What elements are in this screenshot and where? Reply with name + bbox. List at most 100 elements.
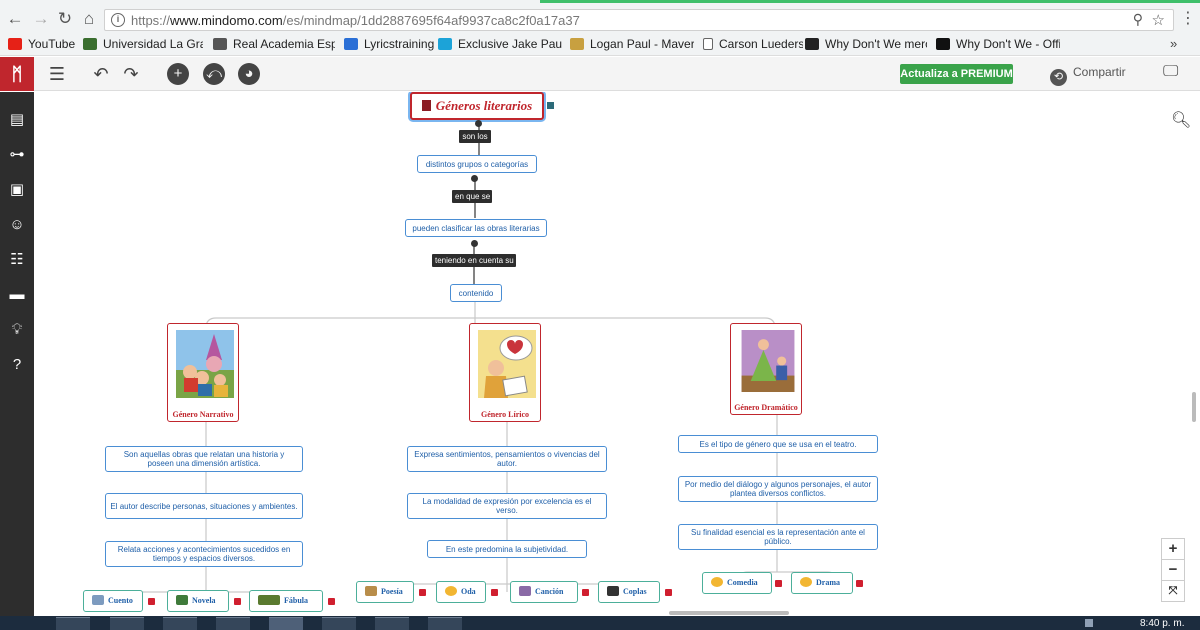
- site-info-icon[interactable]: i: [111, 13, 125, 27]
- back-arrow-icon[interactable]: ←: [6, 9, 24, 28]
- bookmarks-overflow-icon[interactable]: »: [1170, 36, 1178, 51]
- leaf-marker-icon[interactable]: [234, 598, 241, 605]
- quill-paper-icon: [365, 586, 377, 596]
- bookmark-lyricstraining[interactable]: Lyricstraining: [344, 37, 434, 53]
- zoom-magnifier-icon[interactable]: ⚲: [1132, 11, 1143, 27]
- taskbar-app-ie[interactable]: [56, 617, 90, 630]
- leaf-marker-icon[interactable]: [775, 580, 782, 587]
- leaf-comedia[interactable]: Comedia: [702, 572, 772, 594]
- collapse-toggle-icon[interactable]: [547, 102, 554, 109]
- canvas-search-icon[interactable]: 🔍︎: [1171, 112, 1192, 129]
- comments-icon[interactable]: ▬: [9, 286, 25, 303]
- upgrade-premium-button[interactable]: Actualiza a PREMIUM: [900, 64, 1013, 84]
- zoom-out-button[interactable]: −: [1161, 559, 1185, 581]
- university-icon: [83, 38, 97, 50]
- bookmark-carson-lueders[interactable]: Carson Lueders: [703, 37, 803, 53]
- redo-icon[interactable]: ↷: [123, 64, 139, 84]
- leaf-novela[interactable]: Novela: [167, 590, 229, 612]
- leaf-oda[interactable]: Oda: [436, 581, 486, 603]
- leaf-marker-icon[interactable]: [665, 589, 672, 596]
- address-bar[interactable]: i https://www.mindomo.com/es/mindmap/1dd…: [104, 9, 1174, 31]
- leaf-marker-icon[interactable]: [856, 580, 863, 587]
- branch-title: Género Narrativo: [172, 410, 234, 419]
- leaf-marker-icon[interactable]: [419, 589, 426, 596]
- image-icon[interactable]: ▣: [9, 181, 25, 198]
- left-sidebar: ▤ ⊶ ▣ ☺ ☷ ▬ 💡︎ ?: [0, 92, 34, 616]
- topic-lirico-desc-3[interactable]: En este predomina la subjetividad.: [427, 540, 587, 558]
- ideas-bulb-icon[interactable]: 💡︎: [11, 321, 23, 338]
- theme-palette-icon[interactable]: ◕: [238, 63, 260, 85]
- leaf-cancion[interactable]: Canción: [510, 581, 578, 603]
- bookmark-rae[interactable]: Real Academia Españ: [213, 37, 335, 53]
- taskbar-app-music[interactable]: [322, 617, 356, 630]
- taskbar-app-chrome[interactable]: [269, 617, 303, 630]
- topic-lirico-desc-1[interactable]: Expresa sentimientos, pensamientos o viv…: [407, 446, 607, 472]
- taskbar-app-media[interactable]: [163, 617, 197, 630]
- topic-pueden-clasificar[interactable]: pueden clasificar las obras literarias: [405, 219, 547, 237]
- bookmark-jake-paul[interactable]: Exclusive Jake Paul M: [438, 37, 562, 53]
- link-label-en-que-se[interactable]: en que se: [452, 190, 492, 203]
- share-button[interactable]: ⟲Compartir: [1050, 65, 1126, 86]
- bookmark-wdw-official[interactable]: Why Don't We - Offic: [936, 37, 1060, 53]
- home-icon[interactable]: ⌂: [83, 9, 95, 28]
- active-tab-accent: [540, 0, 1200, 3]
- leaf-cuento[interactable]: Cuento: [83, 590, 143, 612]
- leaf-poesia[interactable]: Poesía: [356, 581, 414, 603]
- zoom-in-button[interactable]: +: [1161, 538, 1185, 560]
- taskbar-app-camera[interactable]: [216, 617, 250, 630]
- sad-face-icon: [800, 577, 812, 587]
- topic-narrativo-desc-2[interactable]: El autor describe personas, situaciones …: [105, 493, 303, 519]
- topic-narrativo-desc-1[interactable]: Son aquellas obras que relatan una histo…: [105, 446, 303, 472]
- leaf-marker-icon[interactable]: [582, 589, 589, 596]
- menu-hamburger-icon[interactable]: ☰: [48, 64, 66, 84]
- browser-navbar: ← → ↻ ⌂ i https://www.mindomo.com/es/min…: [0, 4, 1200, 34]
- leaf-marker-icon[interactable]: [148, 598, 155, 605]
- topic-dramatico-desc-3[interactable]: Su finalidad esencial es la representaci…: [678, 524, 878, 550]
- root-topic[interactable]: Géneros literarios: [410, 92, 544, 120]
- topic-dramatico-desc-2[interactable]: Por medio del diálogo y algunos personaj…: [678, 476, 878, 502]
- vertical-scrollbar[interactable]: [1192, 392, 1196, 422]
- topic-contenido[interactable]: contenido: [450, 284, 502, 302]
- bookmark-star-icon[interactable]: ☆: [1151, 12, 1165, 29]
- taskbar-app-paint[interactable]: [428, 617, 462, 630]
- bookmark-wdw-merch[interactable]: Why Don't We merch: [805, 37, 927, 53]
- leaf-fabula[interactable]: Fábula: [249, 590, 323, 612]
- start-icon[interactable]: [0, 617, 20, 630]
- undo-icon[interactable]: ↶: [93, 64, 109, 84]
- topic-genero-narrativo[interactable]: Género Narrativo: [167, 323, 239, 422]
- mindmap-canvas[interactable]: Géneros literarios son los distintos gru…: [34, 92, 1200, 616]
- presentation-icon[interactable]: 🖵: [1163, 63, 1179, 80]
- topic-dramatico-desc-1[interactable]: Es el tipo de género que se usa en el te…: [678, 435, 878, 453]
- forward-arrow-icon[interactable]: →: [32, 9, 50, 28]
- topic-narrativo-desc-3[interactable]: Relata acciones y acontecimientos sucedi…: [105, 541, 303, 567]
- taskbar-app-word[interactable]: [375, 617, 409, 630]
- link-label-teniendo-en-cuenta[interactable]: teniendo en cuenta su: [432, 254, 516, 267]
- notes-icon[interactable]: ▤: [9, 111, 25, 128]
- bookmark-logan-paul[interactable]: Logan Paul - Maveric: [570, 37, 694, 53]
- tray-icon[interactable]: [1085, 619, 1093, 627]
- leaf-marker-icon[interactable]: [491, 589, 498, 596]
- bookmark-universidad[interactable]: Universidad La Gran C: [83, 37, 203, 53]
- bookmark-youtube[interactable]: YouTube: [8, 37, 88, 53]
- address-url: https://www.mindomo.com/es/mindmap/1dd28…: [131, 13, 580, 28]
- reload-icon[interactable]: ↻: [57, 9, 73, 28]
- fit-to-screen-icon[interactable]: ⤧: [1161, 580, 1185, 602]
- topic-distintos-grupos[interactable]: distintos grupos o categorías: [417, 155, 537, 173]
- topic-genero-dramatico[interactable]: Género Dramático: [730, 323, 802, 415]
- relationship-icon[interactable]: ⤺: [203, 63, 225, 85]
- mindomo-logo-icon[interactable]: ᛗ: [0, 57, 34, 91]
- add-topic-icon[interactable]: +: [167, 63, 189, 85]
- topic-genero-lirico[interactable]: Género Lírico: [469, 323, 541, 422]
- taskbar-app-explorer[interactable]: [110, 617, 144, 630]
- horizontal-scrollbar[interactable]: [669, 611, 789, 615]
- help-icon[interactable]: ?: [12, 356, 22, 373]
- leaf-coplas[interactable]: Coplas: [598, 581, 660, 603]
- browser-menu-icon[interactable]: ⋮: [1180, 10, 1196, 27]
- topic-lirico-desc-2[interactable]: La modalidad de expresión por excelencia…: [407, 493, 607, 519]
- leaf-marker-icon[interactable]: [328, 598, 335, 605]
- leaf-drama[interactable]: Drama: [791, 572, 853, 594]
- task-icon[interactable]: ☷: [10, 251, 24, 268]
- link-icon[interactable]: ⊶: [9, 146, 25, 163]
- link-label-son-los[interactable]: son los: [459, 130, 491, 143]
- emoji-icon[interactable]: ☺: [9, 216, 25, 233]
